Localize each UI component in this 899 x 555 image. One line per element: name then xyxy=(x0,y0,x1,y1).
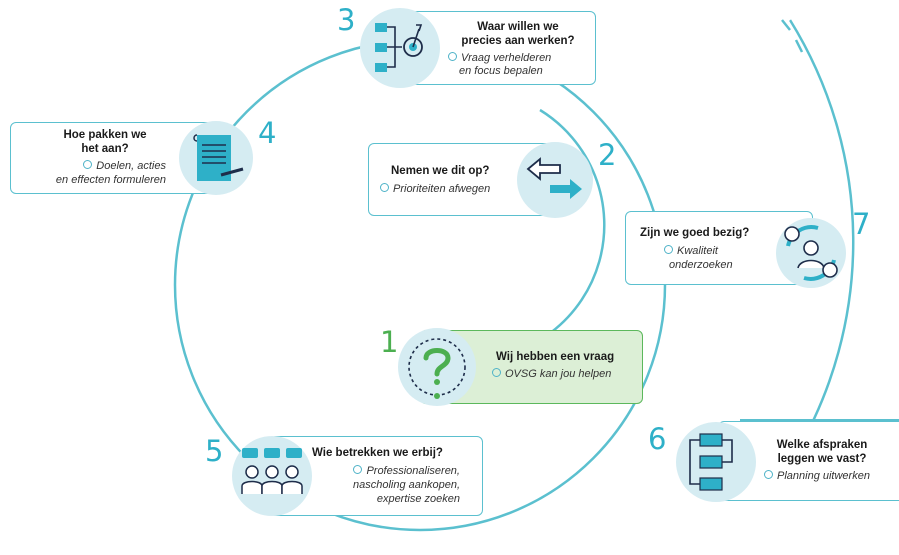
step-2-subtitle: Prioriteiten afwegen xyxy=(380,183,520,196)
step-4-title-line-2: het aan? xyxy=(81,143,129,155)
step-6-title-line-1: Welke afspraken xyxy=(776,439,868,451)
step-2-title: Nemen we dit op? xyxy=(391,165,490,177)
step-6-number: 6 xyxy=(648,422,667,456)
step-3-title-line-2: precies aan werken? xyxy=(461,35,575,47)
step-5-subtitle-line-3: expertise zoeken xyxy=(376,493,460,505)
step-1-number: 1 xyxy=(380,325,399,359)
step-4-number: 4 xyxy=(258,116,277,150)
step-5-title: Wie betrekken we erbij? xyxy=(312,447,443,459)
step-7-subtitle-line-1: Kwaliteit xyxy=(664,245,784,258)
outer-arc-dashes xyxy=(781,19,804,53)
step-5-subtitle-text: Professionaliseren, xyxy=(366,465,460,477)
question-mark-icon xyxy=(398,328,476,406)
group-chat-icon xyxy=(232,436,312,516)
step-7-number: 7 xyxy=(852,207,871,241)
step-5-subtitle-line-1: Professionaliseren, xyxy=(305,465,460,478)
step-2-subtitle-text: Prioriteiten afwegen xyxy=(393,183,491,195)
step-6-subtitle: Planning uitwerken xyxy=(764,470,894,483)
arrows-icon xyxy=(517,142,593,218)
step-3-title-line-1: Waar willen we xyxy=(477,21,559,33)
search-icon xyxy=(664,245,673,254)
step-6-title-line-2: leggen we vast? xyxy=(777,453,867,465)
step-5-subtitle-line-2: nascholing aankopen, xyxy=(352,479,460,491)
step-1-title: Wij hebben een vraag xyxy=(496,351,615,363)
person-cycle-icon xyxy=(776,218,846,288)
search-icon xyxy=(353,465,363,474)
step-3-subtitle-line-2: en focus bepalen xyxy=(459,65,543,77)
step-5-number: 5 xyxy=(205,434,224,468)
step-4-subtitle-text: Doelen, acties xyxy=(96,160,166,172)
document-pencil-icon xyxy=(179,121,253,195)
process-flow-icon xyxy=(676,422,756,502)
step-7-subtitle-text: Kwaliteit xyxy=(677,245,718,257)
search-icon xyxy=(448,52,457,61)
step-1-subtitle-text: OVSG kan jou helpen xyxy=(505,368,612,380)
step-7-title: Zijn we goed bezig? xyxy=(640,227,750,239)
step-3-number: 3 xyxy=(337,3,356,37)
outer-arc-line xyxy=(788,19,855,456)
step-4-subtitle-line-2: en effecten formuleren xyxy=(55,174,166,186)
step-4-title-line-1: Hoe pakken we xyxy=(63,129,147,141)
step-4-subtitle-line-1: Doelen, acties xyxy=(15,160,166,173)
step-6-subtitle-text: Planning uitwerken xyxy=(777,470,870,482)
search-icon xyxy=(764,470,773,479)
search-icon xyxy=(380,183,389,192)
target-flowchart-icon xyxy=(360,8,440,88)
step-3-subtitle-line-1: Vraag verhelderen xyxy=(448,52,588,65)
step-1-subtitle: OVSG kan jou helpen xyxy=(492,368,637,381)
step-2-number: 2 xyxy=(598,138,617,172)
step-3-subtitle-text: Vraag verhelderen xyxy=(461,52,552,64)
step-7-subtitle-line-2: onderzoeken xyxy=(669,259,733,271)
search-icon xyxy=(83,160,93,169)
search-icon xyxy=(492,368,501,377)
